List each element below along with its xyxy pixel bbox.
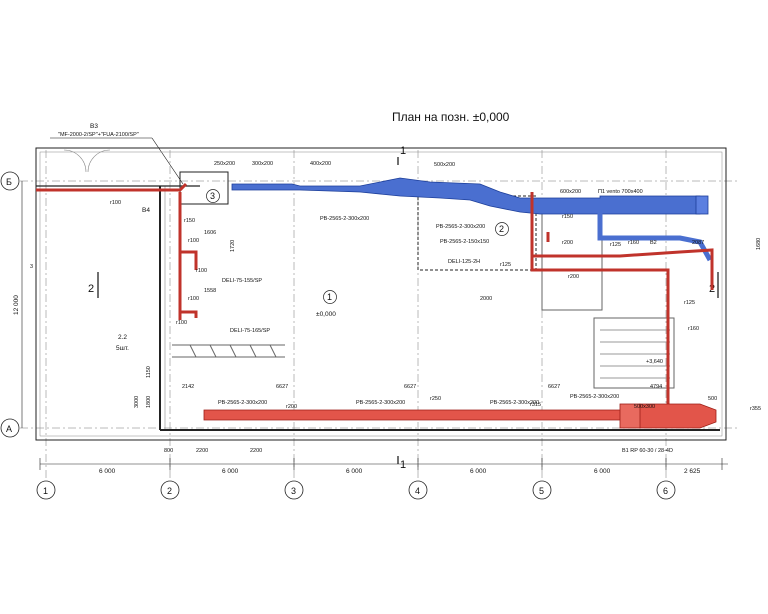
dim-500x300: 500x300 (634, 404, 655, 410)
room-2: 2 (499, 224, 504, 234)
duct-size-300: 300x200 (252, 161, 273, 167)
duct-size-500: 500x200 (434, 162, 455, 168)
pipe-r100-d: r100 (176, 320, 187, 326)
span-1: 6 000 (99, 468, 116, 475)
pipe-r250: r250 (430, 396, 441, 402)
section-mark-1-top: 1 (400, 145, 406, 157)
pipe-r100-b: r100 (196, 268, 207, 274)
dim-2087: 2087 (692, 240, 704, 246)
diffuser-pb-4: PB-2565-2-300x200 (570, 394, 619, 400)
label-2000: 2000 (480, 296, 492, 302)
pipe-r100-top: r100 (110, 200, 121, 206)
diffuser-deli-125: DELI-125-2H (448, 259, 480, 265)
dimension-line-bottom (39, 458, 728, 470)
diffuser-pb-2: PB-2565-2-300x200 (356, 400, 405, 406)
label-b3: B3 (90, 123, 98, 130)
dim-2200-b: 2200 (250, 448, 262, 454)
grid-axes-horizontal (20, 180, 740, 429)
room-level: ±0,000 (316, 311, 336, 318)
room-1: 1 (327, 292, 332, 302)
exhaust-unit (619, 403, 641, 429)
pipe-r100-a: r100 (188, 238, 199, 244)
pipe-r200: r200 (562, 240, 573, 246)
dim-1558: 1558 (204, 288, 216, 294)
dim-3000: 3000 (134, 396, 140, 408)
axis-bubbles (0, 171, 676, 500)
span-3: 6 000 (346, 468, 363, 475)
duct-size-250: 250x200 (214, 161, 235, 167)
dim-6627-c: 6627 (548, 384, 560, 390)
section-marks (97, 157, 719, 464)
axis-label-3: 3 (291, 486, 296, 496)
pipe-r100-c: r100 (188, 296, 199, 302)
dim-6627-b: 6627 (404, 384, 416, 390)
span-5: 6 000 (594, 468, 611, 475)
label-b4: B4 (142, 207, 150, 214)
building-walls (35, 147, 727, 441)
diffuser-deli-155: DELI-75-155/SP (222, 278, 262, 284)
pipe-r200-b: r200 (568, 274, 579, 280)
pipe-r200-c: r200 (286, 404, 297, 410)
section-mark-2-left: 2 (88, 283, 94, 295)
dim-2200-a: 2200 (196, 448, 208, 454)
span-4: 6 000 (470, 468, 487, 475)
supply-duct (231, 177, 713, 262)
leader-line (151, 137, 184, 185)
diffuser-deli-165: DELI-75-165/SP (230, 328, 270, 334)
dim-1606: 1606 (204, 230, 216, 236)
duct-size-400: 400x200 (310, 161, 331, 167)
dim-1800: 1800 (146, 396, 152, 408)
dim-1680: 1680 (756, 238, 762, 250)
label-level: +3,640 (646, 359, 663, 365)
axis-label-1: 1 (43, 486, 48, 496)
pipe-r125-c: r125 (684, 300, 695, 306)
dim-800: 800 (164, 448, 173, 454)
section-mark-1-bottom: 1 (400, 459, 406, 471)
room-3: 3 (210, 191, 215, 201)
room-markers (206, 189, 509, 304)
pipe-r150: r150 (184, 218, 195, 224)
dim-500: 500 (708, 396, 717, 402)
axis-label-5: 5 (539, 486, 544, 496)
dim-1150: 1150 (146, 366, 152, 378)
pipe-r150-b: r150 (562, 214, 573, 220)
label-b2: B2 (650, 240, 657, 246)
pipe-r125-b: r125 (500, 262, 511, 268)
unit-vento: П1 vento 700x400 (598, 189, 643, 195)
diffuser-pb-3: PB-2565-2-300x200 (490, 400, 539, 406)
duct-size-600: 600x200 (560, 189, 581, 195)
stair-label: 2.2 (118, 334, 127, 341)
dim-3: 3 (30, 264, 33, 270)
axis-label-a: A (6, 424, 12, 434)
pipe-r160: r160 (628, 240, 639, 246)
span-6: 2 625 (684, 468, 701, 475)
label-exhaust-unit: B1 RP 60-30 / 28-4D (622, 448, 673, 454)
pipe-r125-a: r125 (610, 242, 621, 248)
span-2: 6 000 (222, 468, 239, 475)
stair-count: 5шт. (116, 345, 129, 352)
dim-6627-a: 6627 (276, 384, 288, 390)
diffuser-pb-b: PB-2565-2-300x200 (436, 224, 485, 230)
exhaust-pipes (36, 182, 714, 404)
axis-label-6: 6 (663, 486, 668, 496)
pipe-r315: r315 (530, 402, 541, 408)
diffuser-pb-a: PB-2565-2-300x200 (320, 216, 369, 222)
dim-1720: 1720 (230, 240, 236, 252)
axis-label-2: 2 (167, 486, 172, 496)
axis-label-b: Б (6, 177, 12, 187)
pipe-r160-b: r160 (688, 326, 699, 332)
dim-4794: 4794 (650, 384, 662, 390)
pipe-r355: r355 (750, 406, 761, 412)
building-height: 12 000 (13, 295, 20, 315)
diffuser-pb-c: PB-2565-2-150x150 (440, 239, 489, 245)
axis-label-4: 4 (415, 486, 420, 496)
dim-2142: 2142 (182, 384, 194, 390)
diffuser-pb-1: PB-2565-2-300x200 (218, 400, 267, 406)
plan-title: План на позн. ±0,000 (392, 110, 510, 124)
label-unit-models: "MF-2000-2/SP"+"FUA-2100/SP" (58, 132, 139, 138)
